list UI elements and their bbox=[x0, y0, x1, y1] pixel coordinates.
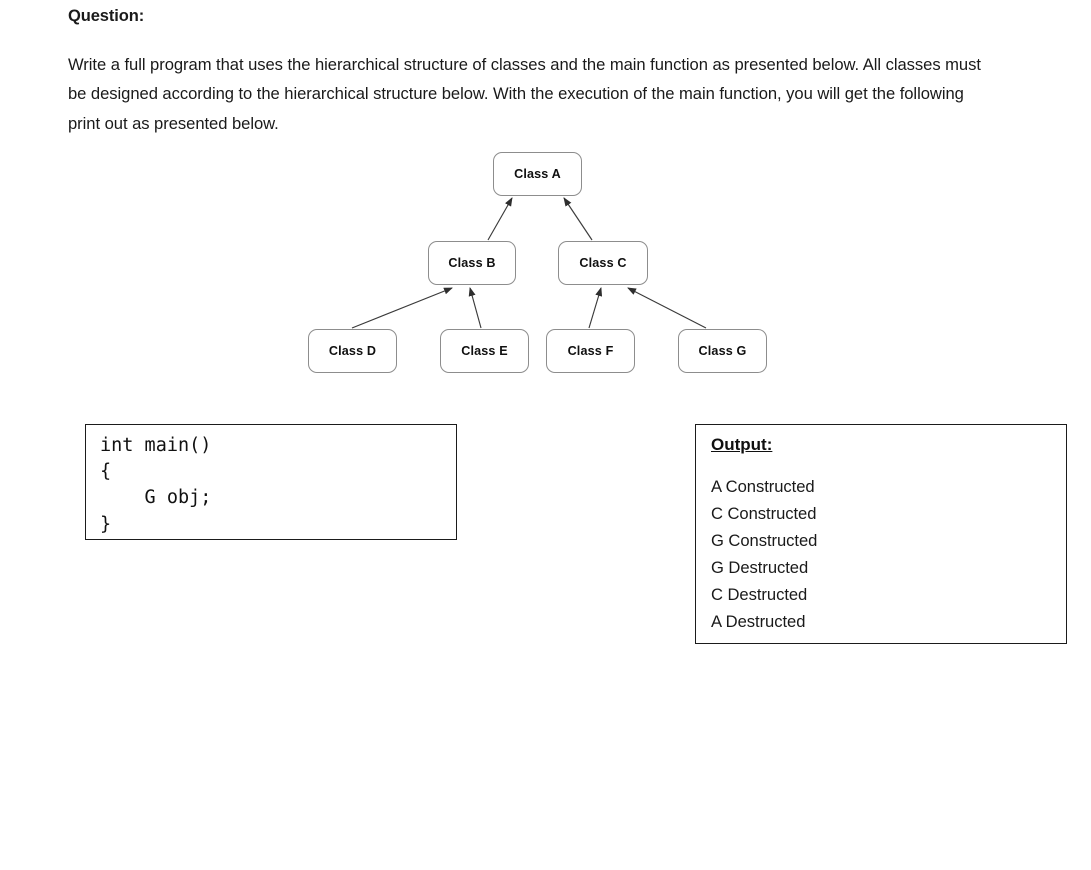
class-node-a[interactable]: Class A bbox=[493, 152, 582, 196]
page-title: Question: bbox=[68, 7, 145, 25]
class-node-c[interactable]: Class C bbox=[558, 241, 648, 285]
output-line: G Constructed bbox=[711, 531, 818, 551]
class-hierarchy-diagram: Class A Class B Class C Class D Class E … bbox=[0, 140, 1091, 390]
class-node-d[interactable]: Class D bbox=[308, 329, 397, 373]
class-node-g-label: Class G bbox=[698, 344, 747, 358]
class-node-e[interactable]: Class E bbox=[440, 329, 529, 373]
main-function-code-box: int main() { G obj; } bbox=[85, 424, 457, 540]
question-paragraph: Write a full program that uses the hiera… bbox=[68, 55, 981, 133]
edge-c-to-a bbox=[563, 197, 593, 241]
class-node-g[interactable]: Class G bbox=[678, 329, 767, 373]
class-node-f[interactable]: Class F bbox=[546, 329, 635, 373]
diagram-edges-layer bbox=[351, 197, 707, 329]
class-node-b[interactable]: Class B bbox=[428, 241, 516, 285]
class-node-b-label: Class B bbox=[448, 256, 496, 270]
edge-f-to-c bbox=[588, 287, 603, 329]
expected-output-box: Output: A Constructed C Constructed G Co… bbox=[695, 424, 1067, 644]
output-line-list: A Constructed C Constructed G Constructe… bbox=[711, 473, 1066, 636]
class-node-c-label: Class C bbox=[579, 256, 627, 270]
output-line: A Constructed bbox=[711, 477, 815, 496]
output-title: Output: bbox=[711, 435, 773, 454]
class-node-e-label: Class E bbox=[461, 344, 508, 358]
edge-e-to-b bbox=[468, 287, 482, 329]
edge-b-to-a bbox=[487, 197, 513, 241]
edge-d-to-b bbox=[351, 287, 453, 329]
class-node-f-label: Class F bbox=[567, 344, 614, 358]
output-line: C Destructed bbox=[711, 585, 808, 605]
edge-g-to-c bbox=[627, 287, 707, 329]
output-line: A Destructed bbox=[711, 612, 806, 632]
output-line: G Destructed bbox=[711, 558, 809, 578]
output-line: C Constructed bbox=[711, 504, 817, 524]
main-function-code: int main() { G obj; } bbox=[100, 435, 212, 535]
class-node-a-label: Class A bbox=[514, 167, 561, 181]
class-node-d-label: Class D bbox=[328, 344, 377, 358]
